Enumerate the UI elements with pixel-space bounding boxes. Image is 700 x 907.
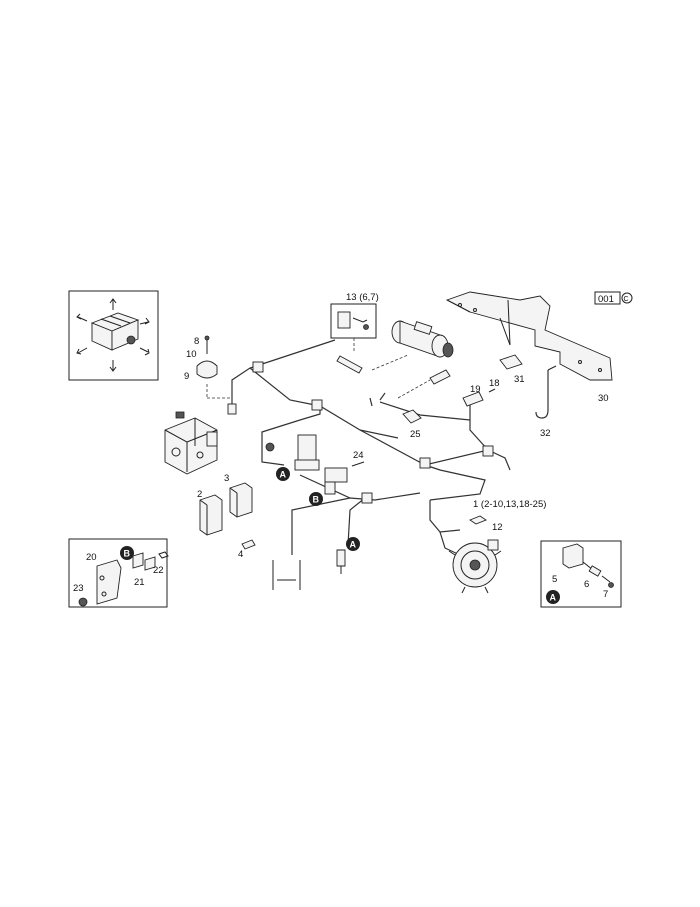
svg-text:B: B (124, 549, 131, 559)
callout-32: 32 (540, 428, 551, 439)
callout-8: 8 (194, 336, 199, 347)
callout-12: 12 (492, 522, 503, 533)
bracket-30 (445, 291, 613, 381)
page-code-suffix: C (624, 296, 629, 303)
callout-2: 2 (197, 489, 202, 500)
ref-a-inset: A (546, 590, 560, 604)
callout-25: 25 (410, 429, 421, 440)
callout-1: 1 (2-10,13,18-25) (473, 499, 546, 510)
callout-22: 22 (153, 565, 164, 576)
relay-3 (229, 482, 253, 518)
ref-b-inset: B (120, 546, 134, 560)
starter-motor (391, 320, 454, 358)
callout-13: 13 (6,7) (346, 292, 379, 303)
clip-25 (402, 409, 422, 424)
inset-top-left (68, 290, 159, 381)
svg-text:A: A (280, 470, 287, 480)
callout-10: 10 (186, 349, 197, 360)
clip-31 (499, 354, 523, 370)
svg-text:B: B (313, 495, 320, 505)
ref-a-lower: A (346, 537, 360, 551)
callout-21: 21 (134, 577, 145, 588)
callout-31: 31 (514, 374, 525, 385)
callout-30: 30 (598, 393, 609, 404)
callout-9: 9 (184, 371, 189, 382)
ref-b-main: B (309, 492, 323, 506)
sensor-19 (429, 369, 496, 407)
callout-23: 23 (73, 583, 84, 594)
page-code-text: 001 (598, 294, 614, 305)
alternator (448, 539, 502, 594)
injection-pump (164, 411, 218, 475)
wiring-harness (227, 339, 511, 556)
sensor-lower (336, 549, 346, 574)
terminal-12 (469, 515, 487, 525)
control-unit-icon (90, 312, 140, 351)
callout-24: 24 (353, 450, 364, 461)
terminal-4 (241, 539, 256, 550)
callout-6: 6 (584, 579, 589, 590)
callout-7: 7 (603, 589, 608, 600)
callout-4: 4 (238, 549, 243, 560)
page-code: 001 C (594, 291, 633, 305)
sensor-9 (196, 335, 218, 379)
svg-text:A: A (550, 593, 557, 603)
callout-18: 18 (489, 378, 500, 389)
fuel-sensor (265, 434, 348, 495)
callout-3: 3 (224, 473, 229, 484)
connector-13 (330, 303, 377, 339)
hook-32 (535, 365, 557, 419)
ref-a-main: A (276, 467, 290, 481)
arrow-icons (76, 298, 150, 372)
callout-20: 20 (86, 552, 97, 563)
callout-5: 5 (552, 574, 557, 585)
ground-symbol-icon (272, 560, 301, 590)
inset-bottom-left (68, 538, 169, 608)
callout-19: 19 (470, 384, 481, 395)
svg-text:A: A (350, 540, 357, 550)
sensor-plug (336, 355, 363, 374)
relay-2 (199, 494, 223, 536)
